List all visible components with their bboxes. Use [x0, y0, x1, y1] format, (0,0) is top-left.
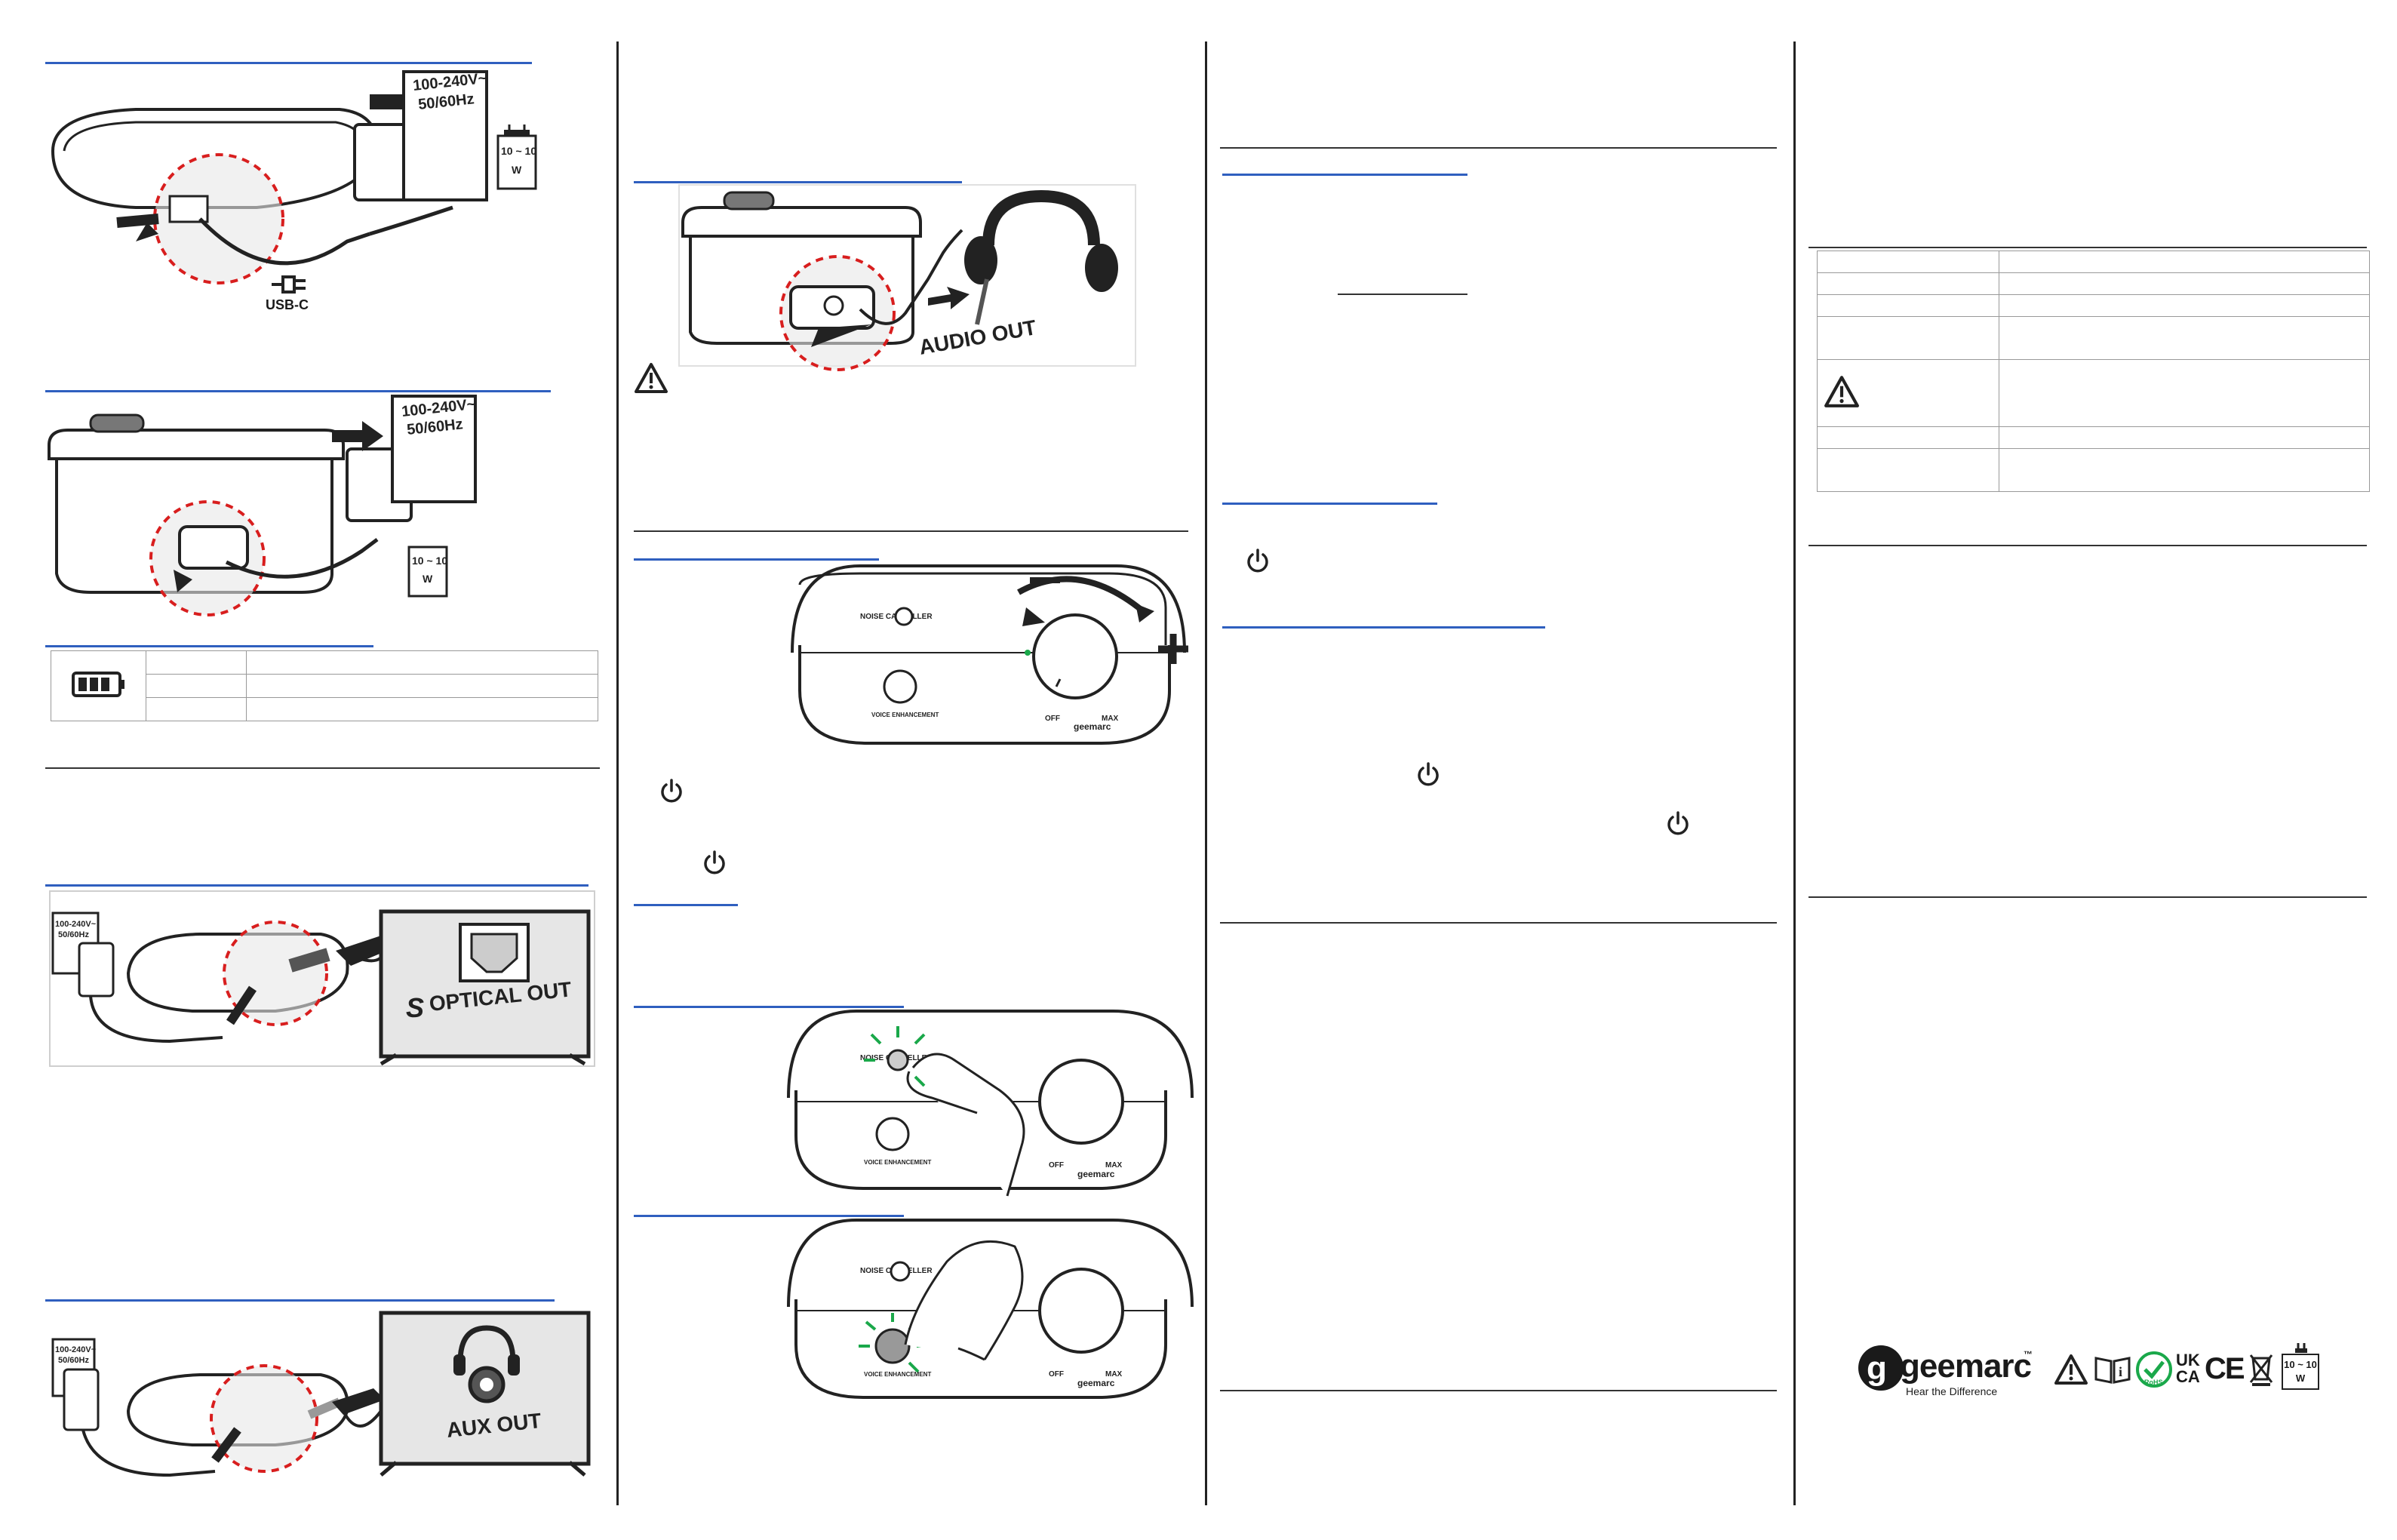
- voice-enhancement-label: VOICE ENHANCEMENT: [871, 712, 939, 718]
- brand-trademark: ™: [2024, 1349, 2033, 1360]
- power-icon: [1667, 811, 1689, 835]
- plug-icon: [504, 124, 530, 136]
- section-heading-rule: [634, 558, 879, 561]
- brand-label-3: geemarc: [1077, 1378, 1115, 1388]
- section-heading-rule: [1222, 174, 1467, 176]
- manual-info-icon: i: [2094, 1357, 2131, 1384]
- optical-connection-frame: [49, 890, 595, 1067]
- headphones-icon: [453, 1325, 520, 1376]
- voltage-label-4b: 50/60Hz: [58, 1356, 89, 1365]
- dial-max-label: MAX: [1102, 715, 1119, 723]
- section-separator: [1220, 147, 1777, 149]
- dial-off-label-3: OFF: [1049, 1370, 1064, 1379]
- brand-name: geemarc: [1900, 1348, 2032, 1385]
- power-unit-1: W: [512, 164, 522, 176]
- voice-enhancement-label-2: VOICE ENHANCEMENT: [864, 1159, 931, 1166]
- section-heading-rule: [45, 645, 373, 647]
- aux-connection-illustration: 100-240V~ 50/60Hz AUX OUT: [51, 1311, 591, 1477]
- section-heading-rule: [634, 1215, 904, 1217]
- warning-icon: [2054, 1354, 2088, 1385]
- power-rating-2: 10 ~ 10: [412, 555, 447, 567]
- specifications-table: [1817, 251, 2370, 492]
- svg-text:g: g: [1867, 1350, 1887, 1387]
- section-heading-rule: [634, 904, 738, 906]
- section-separator: [1220, 922, 1777, 924]
- rohs-icon: RoHS: [2136, 1351, 2172, 1388]
- warning-icon: [1824, 375, 1859, 407]
- section-heading-rule: [45, 1299, 555, 1302]
- brand-logo-mark: g: [1858, 1345, 1904, 1391]
- voltage-label-3b: 50/60Hz: [58, 930, 89, 939]
- power-rating-footer: 10 ~ 10: [2284, 1359, 2317, 1370]
- brand-tagline: Hear the Difference: [1906, 1385, 1998, 1397]
- power-icon: [1418, 762, 1439, 786]
- dial-off-label-2: OFF: [1049, 1161, 1064, 1170]
- section-heading-rule: [634, 1006, 904, 1008]
- power-unit-footer: W: [2295, 1372, 2306, 1384]
- optical-connection-illustration: 100-240V~ 50/60Hz OPTICAL OUT S: [51, 909, 591, 1066]
- dial-max-label-3: MAX: [1105, 1370, 1123, 1379]
- section-separator: [1809, 545, 2367, 546]
- dial-max-label-2: MAX: [1105, 1161, 1123, 1170]
- weee-bin-icon: [2249, 1354, 2273, 1386]
- power-rating-1: 10 ~ 10: [501, 145, 536, 157]
- section-separator: [45, 767, 600, 769]
- brand-label-1: geemarc: [1074, 721, 1111, 732]
- ce-mark: CE: [2205, 1352, 2245, 1385]
- ukca-mark: UK CA: [2176, 1352, 2200, 1385]
- usb-c-icon: [272, 275, 306, 294]
- svg-text:i: i: [2119, 1364, 2122, 1379]
- power-icon: [1247, 549, 1268, 573]
- column-divider-1: [616, 41, 619, 1505]
- column-divider-3: [1793, 41, 1796, 1505]
- section-heading-rule: [1222, 503, 1437, 505]
- section-heading-rule: [45, 390, 551, 392]
- power-icon: [704, 850, 725, 875]
- brand-logo: g geemarc ™ Hear the Difference: [1856, 1343, 2033, 1403]
- voice-enhancement-label-3: VOICE ENHANCEMENT: [864, 1371, 931, 1378]
- noise-canceller-press-illustration: NOISE CANCELLER VOICE ENHANCEMENT OFF MA…: [787, 1010, 1194, 1197]
- section-separator: [1809, 247, 2367, 248]
- headset-charging-illustration: 100-240V~ 50/60Hz 10 ~ 10 W: [48, 395, 477, 616]
- voice-enhancement-press-illustration: NOISE CANCELLER VOICE ENHANCEMENT OFF MA…: [787, 1219, 1194, 1399]
- power-icon: [661, 779, 682, 803]
- rohs-label: RoHS: [2144, 1379, 2163, 1386]
- svg-text:S: S: [406, 992, 424, 1023]
- power-unit-2: W: [423, 573, 433, 585]
- battery-icon: [71, 671, 124, 697]
- ukca-line-2: CA: [2176, 1367, 2200, 1386]
- text-underline: [1338, 294, 1467, 295]
- headphones-icon: [964, 189, 1118, 292]
- section-heading-rule: [45, 62, 532, 64]
- dial-off-label: OFF: [1045, 715, 1060, 723]
- section-separator: [1220, 1390, 1777, 1391]
- volume-control-illustration: NOISE CANCELLER VOICE ENHANCEMENT OFF MA…: [791, 564, 1188, 745]
- warning-icon: [635, 363, 668, 393]
- ukca-line-1: UK: [2176, 1351, 2200, 1369]
- section-heading-rule: [1222, 626, 1545, 629]
- power-rating-box: 10 ~ 10 W: [2282, 1354, 2319, 1390]
- audio-out-illustration: AUDIO OUT: [678, 184, 1136, 371]
- section-separator: [1809, 896, 2367, 898]
- voltage-label-3a: 100-240V~: [55, 920, 97, 929]
- section-heading-rule: [634, 181, 962, 183]
- voltage-label-4a: 100-240V~: [55, 1345, 97, 1354]
- usb-c-label: USB-C: [266, 297, 309, 312]
- battery-status-table: [51, 650, 598, 721]
- plug-icon: [2295, 1343, 2307, 1353]
- certification-marks: i RoHS UK CA CE 10 ~ 10 W: [2054, 1343, 2356, 1396]
- brand-label-2: geemarc: [1077, 1169, 1115, 1179]
- column-divider-2: [1205, 41, 1207, 1505]
- section-heading-rule: [45, 884, 588, 887]
- section-separator: [634, 530, 1188, 532]
- charging-base-usb-illustration: 100-240V~ 50/60Hz 10 ~ 10 W: [51, 70, 537, 284]
